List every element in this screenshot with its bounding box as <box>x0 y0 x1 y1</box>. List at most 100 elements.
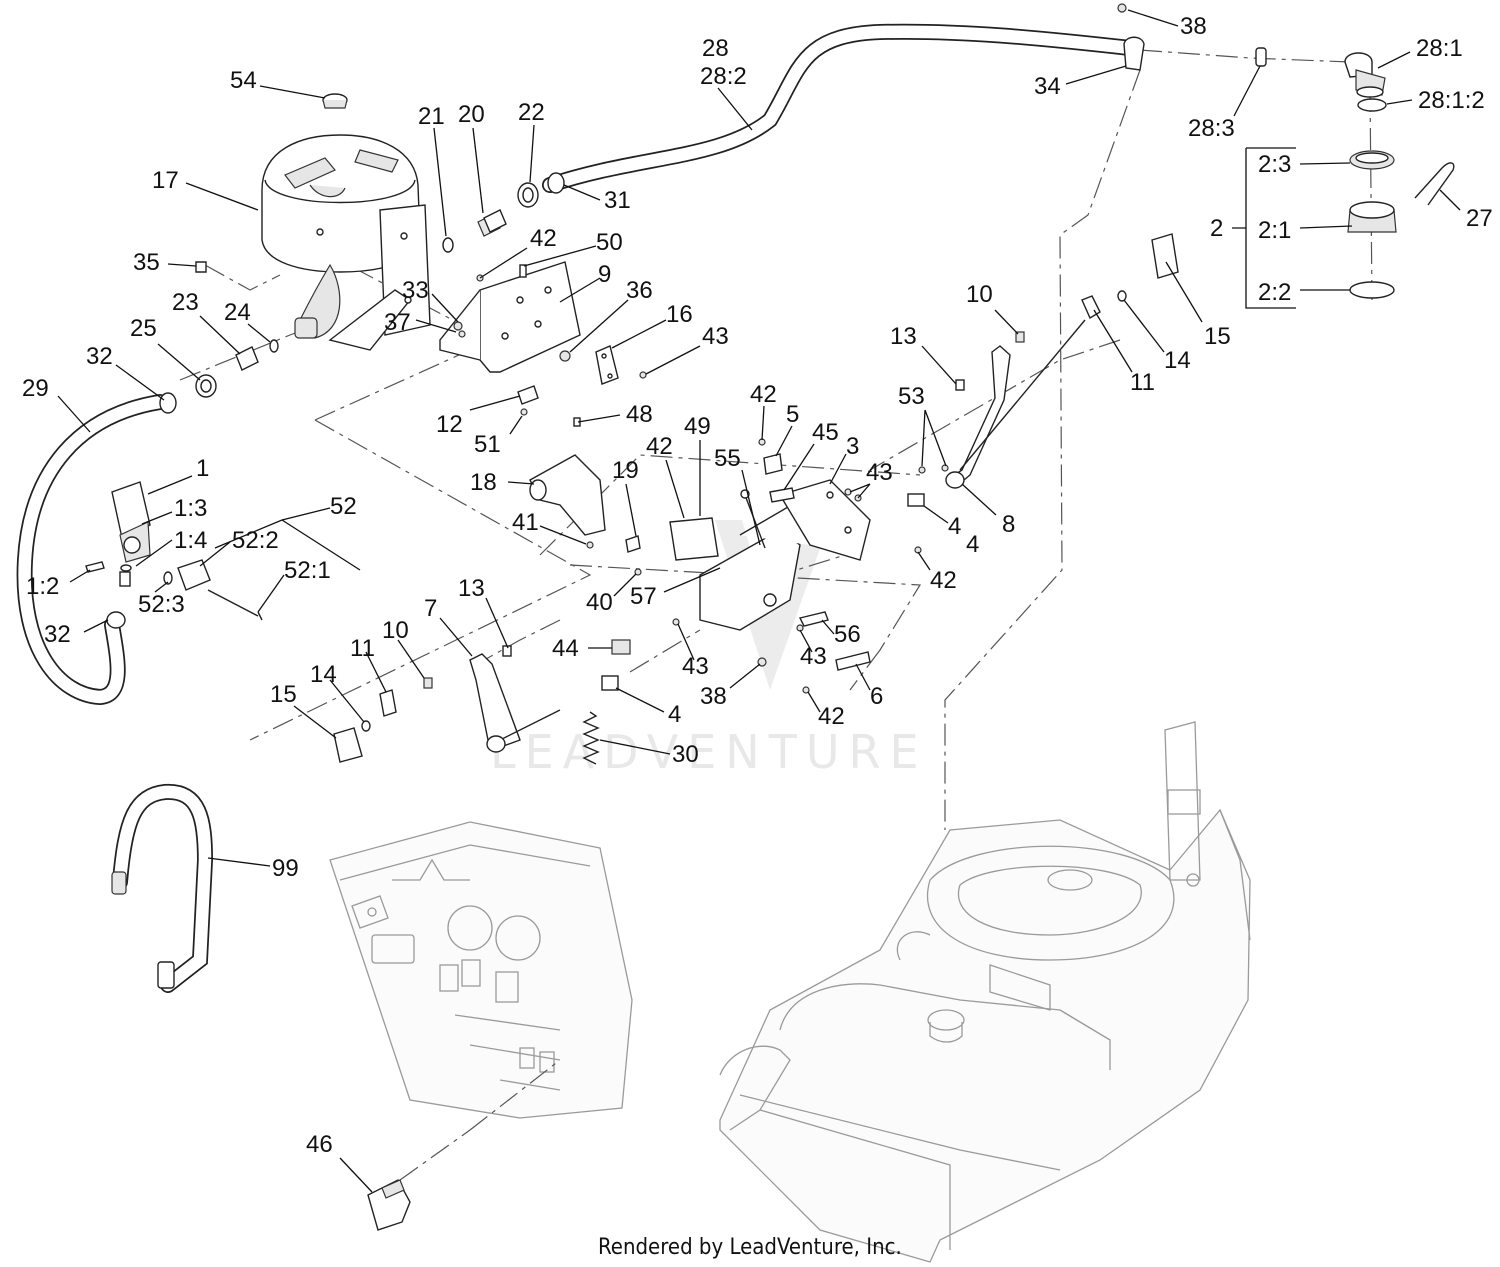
callout-7: 7 <box>424 595 437 622</box>
callout-13-right: 13 <box>890 323 917 350</box>
part-50-screw <box>519 264 527 278</box>
callout-15-right: 15 <box>1204 323 1231 350</box>
callout-42-c: 42 <box>646 433 673 460</box>
part-40-screw <box>634 568 642 576</box>
part-43-screw-a <box>639 371 647 379</box>
hose-28 <box>542 23 1138 193</box>
callout-4-a: 4 <box>948 513 961 540</box>
part-7-pedal-left <box>469 653 561 753</box>
callout-12: 12 <box>436 411 463 438</box>
callout-13-left: 13 <box>458 575 485 602</box>
callout-19: 19 <box>612 457 639 484</box>
callout-43-a: 43 <box>702 323 729 350</box>
callout-37: 37 <box>384 309 411 336</box>
part-36-nut <box>559 350 571 362</box>
part-44-decal <box>611 639 631 655</box>
part-54-cap <box>322 93 348 109</box>
part-2-2-gasket <box>1349 281 1395 299</box>
callout-1: 1 <box>196 455 209 482</box>
callout-11-left: 11 <box>350 635 375 662</box>
callout-38-top: 38 <box>1180 13 1207 40</box>
callout-1-3: 1:3 <box>174 495 207 522</box>
part-1-3-oring <box>120 564 132 572</box>
callout-21: 21 <box>418 103 445 130</box>
part-16-plate <box>595 345 619 385</box>
part-31-clamp <box>547 172 565 194</box>
callout-labels: 54 17 35 21 20 22 31 28 28:2 38 34 28:3 … <box>22 13 1493 1158</box>
part-12-clip <box>517 385 539 405</box>
callout-23: 23 <box>172 289 199 316</box>
callout-40: 40 <box>586 589 613 616</box>
part-14-washer-right <box>1117 290 1127 302</box>
part-53-screws <box>918 464 949 474</box>
callout-52-1: 52:1 <box>284 557 331 584</box>
callout-15-left: 15 <box>270 681 297 708</box>
hose-29 <box>16 394 168 706</box>
callout-43-c: 43 <box>682 653 709 680</box>
callout-10-right: 10 <box>966 281 993 308</box>
part-15-knob-left <box>333 727 363 763</box>
callout-43-b: 43 <box>866 459 893 486</box>
callout-11-right: 11 <box>1130 369 1155 396</box>
part-9-bracket <box>439 261 581 373</box>
part-32-clamp-bottom <box>106 611 126 629</box>
callout-18: 18 <box>470 469 497 496</box>
part-32-clamp-top <box>159 392 177 414</box>
callout-5: 5 <box>786 401 799 428</box>
part-10-bushing-left <box>423 677 433 689</box>
callout-8: 8 <box>1002 511 1015 538</box>
callout-35: 35 <box>133 249 160 276</box>
part-17-pump <box>261 134 431 351</box>
part-1-solenoid <box>111 481 151 563</box>
part-21-oring <box>442 237 454 253</box>
part-2-3-ring <box>1349 150 1395 170</box>
callout-48: 48 <box>626 401 653 428</box>
part-1-4-fitting <box>119 571 131 587</box>
callout-31: 31 <box>604 187 631 214</box>
callout-51: 51 <box>474 431 501 458</box>
callout-10-left: 10 <box>382 617 409 644</box>
callout-2-2: 2:2 <box>1258 279 1291 306</box>
callout-28: 28 <box>702 35 729 62</box>
dash-panel-outline <box>329 821 633 1119</box>
part-8-pedal-right <box>945 319 1086 489</box>
part-1-2-clip <box>85 561 105 573</box>
callout-16: 16 <box>666 301 693 328</box>
part-28-1-fitting <box>1344 52 1386 98</box>
callout-29: 29 <box>22 375 49 402</box>
callout-3: 3 <box>846 433 859 460</box>
credit-text: Rendered by LeadVenture, Inc. <box>598 1235 902 1260</box>
callout-17: 17 <box>152 167 179 194</box>
callout-28-2: 28:2 <box>700 63 747 90</box>
part-2-1-adapter <box>1347 201 1397 233</box>
callout-2-1: 2:1 <box>1258 217 1291 244</box>
callout-49: 49 <box>684 413 711 440</box>
callout-42-a: 42 <box>530 225 557 252</box>
seat-tank-outline <box>719 721 1251 1263</box>
part-41-screw <box>586 541 594 549</box>
part-33-screw <box>453 321 463 331</box>
part-51-screw <box>520 408 528 416</box>
part-27-clip <box>1414 162 1455 206</box>
callout-53: 53 <box>898 383 925 410</box>
callout-52-2: 52:2 <box>232 527 279 554</box>
part-13-screw-right <box>955 379 965 391</box>
part-15-knob-right <box>1151 233 1179 279</box>
callout-56: 56 <box>834 621 861 648</box>
part-6-plate <box>835 651 871 671</box>
hose-99 <box>111 783 214 993</box>
callout-24: 24 <box>224 299 251 326</box>
callout-1-4: 1:4 <box>174 527 207 554</box>
part-42-screw-e <box>802 686 810 694</box>
callout-25: 25 <box>130 315 157 342</box>
callout-52: 52 <box>330 493 357 520</box>
callout-57: 57 <box>630 583 657 610</box>
part-49-plate <box>669 517 719 561</box>
part-52-3-washer <box>163 571 173 585</box>
leader-lines <box>57 9 1461 1193</box>
callout-36: 36 <box>626 277 653 304</box>
part-23-fitting <box>235 346 259 371</box>
callout-42-b: 42 <box>930 567 957 594</box>
part-52-2-bracket <box>177 559 211 591</box>
part-35-screw <box>195 261 207 273</box>
